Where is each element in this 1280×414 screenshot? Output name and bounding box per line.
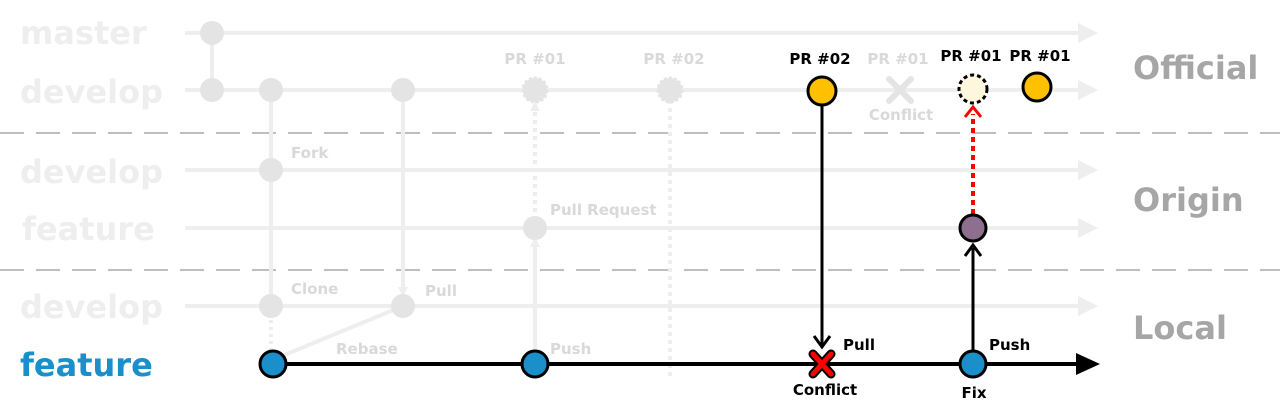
label-fix: Fix [961,384,986,402]
pr-arrow-head-icon [963,104,983,118]
local-commit-1 [258,349,288,379]
pull-commit [391,294,415,318]
origin-develop-arrow-head-icon [1078,160,1098,180]
conflict-x-icon-faint [886,76,914,104]
pr01-merged-commit [1021,71,1053,103]
master-arrow-head-icon [1078,23,1098,43]
develop-commit-1 [200,78,224,102]
zone-label-local: Local [1133,309,1227,347]
faint-commits [200,21,684,318]
branch-label-local-feature: feature [20,346,153,384]
origin-feature-commit [958,213,988,243]
faint-label-clone: Clone [291,280,338,298]
faint-label-fork: Fork [291,144,329,162]
local-feature-arrow-head-icon [1076,353,1100,375]
label-conflict: Conflict [793,381,857,399]
local-commit-fix [958,349,988,379]
branch-label-official-develop: develop [20,73,163,111]
pr02-commit-faint [656,76,684,104]
zone-label-origin: Origin [1133,181,1244,219]
faint-label-push: Push [550,340,591,358]
faint-label-pr02: PR #02 [643,50,704,68]
master-commit [200,21,224,45]
develop-commit-3 [391,78,415,102]
active-paths [273,94,1100,375]
rebase-line [281,304,404,358]
branch-label-local-develop: develop [20,288,163,326]
branch-label-master: master [20,14,147,52]
develop-commit-2 [259,78,283,102]
push-arrow-head-icon [963,242,983,257]
pr-commit [523,216,547,240]
official-develop-arrow-head-icon [1078,80,1098,100]
pr02-commit [806,75,838,107]
label-pr01-merged: PR #01 [1009,47,1070,65]
clone-commit [259,294,283,318]
branch-label-origin-develop: develop [20,153,163,191]
fork-commit [259,158,283,182]
zone-label-official: Official [1133,49,1258,87]
origin-feature-arrow-head-icon [1078,218,1098,238]
faint-label-rebase: Rebase [336,340,398,358]
faint-label-conflict: Conflict [869,106,933,124]
local-commit-2 [520,349,550,379]
faint-label-pr01: PR #01 [504,50,565,68]
faint-label-pr01-rejected: PR #01 [867,50,928,68]
pull-arrow-head-icon [812,335,832,350]
label-push: Push [989,336,1030,354]
conflict-x-icon [808,349,836,379]
faint-label-pull-request: Pull Request [550,201,657,219]
branch-label-origin-feature: feature [22,210,155,248]
active-commits [258,71,1053,379]
faint-label-pull: Pull [425,282,457,300]
local-develop-arrow-head-icon [1078,296,1098,316]
pr01-commit-faint [521,76,549,104]
label-pr02-merged: PR #02 [789,50,850,68]
label-pr01-pending: PR #01 [940,47,1001,65]
pr01-pending-commit [957,73,989,105]
label-pull: Pull [843,336,875,354]
